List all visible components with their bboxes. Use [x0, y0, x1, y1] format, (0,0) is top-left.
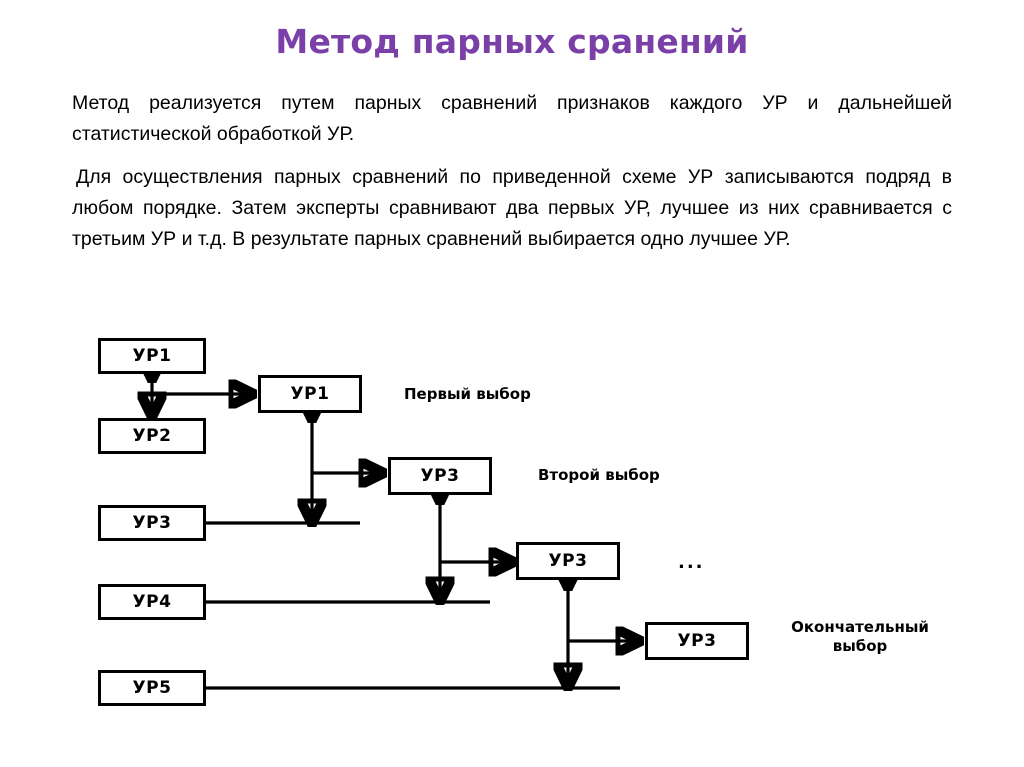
node-label: УР1: [132, 346, 172, 366]
body-text-block: Метод реализуется путем парных сравнений…: [72, 88, 952, 267]
node-ur3-winner-2: УР3: [388, 457, 492, 495]
node-ur3-winner-3: УР3: [516, 542, 620, 580]
node-ur2-a: УР2: [98, 418, 206, 454]
label-ellipsis: ...: [678, 552, 705, 573]
paragraph-1: Метод реализуется путем парных сравнений…: [72, 92, 952, 145]
label-first-choice: Первый выбор: [404, 385, 531, 403]
node-ur5-a: УР5: [98, 670, 206, 706]
page-title: Метод парных сранений: [275, 22, 749, 61]
node-label: УР4: [132, 592, 172, 612]
node-ur3-a: УР3: [98, 505, 206, 541]
node-label: УР3: [132, 513, 172, 533]
node-label: УР1: [290, 384, 330, 404]
node-ur4-a: УР4: [98, 584, 206, 620]
node-ur3-winner-final: УР3: [645, 622, 749, 660]
label-final-choice: Окончательный выбор: [791, 618, 929, 655]
paragraph-2: Для осуществления парных сравнений по пр…: [72, 166, 952, 250]
node-label: УР3: [420, 466, 460, 486]
node-label: УР2: [132, 426, 172, 446]
label-second-choice: Второй выбор: [538, 466, 660, 484]
node-label: УР3: [548, 551, 588, 571]
node-label: УР3: [677, 631, 717, 651]
node-ur1-a: УР1: [98, 338, 206, 374]
node-ur1-winner-1: УР1: [258, 375, 362, 413]
node-label: УР5: [132, 678, 172, 698]
